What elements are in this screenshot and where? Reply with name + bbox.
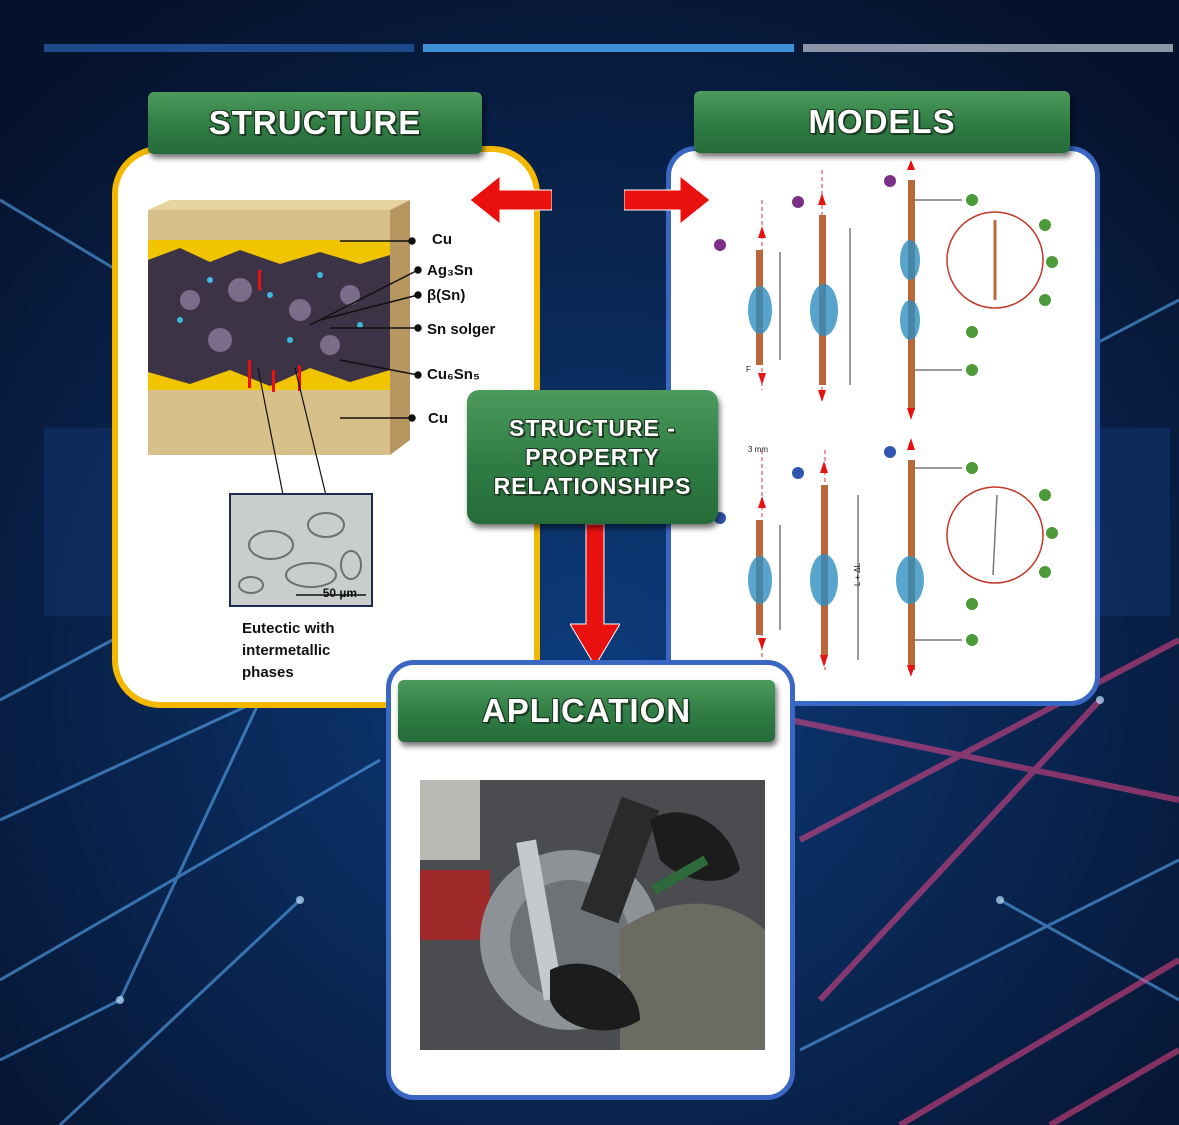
top-bar-1 (44, 44, 414, 52)
caption-line-2: intermetallic (242, 642, 331, 659)
application-photo (420, 780, 765, 1050)
model-length-label: L + ΔL (853, 562, 863, 587)
label-ag3sn: Ag₃Sn (427, 262, 474, 279)
relationship-line-1: STRUCTURE - (509, 415, 676, 441)
model-scale-text: 3 mm (748, 445, 768, 454)
label-cu6sn5: Cu₆Sn₅ (427, 366, 480, 383)
header-application: APLICATION (398, 680, 775, 742)
relationship-line-3: RELATIONSHIPS (493, 473, 692, 499)
micrograph-scale-label: 50 µm (322, 586, 357, 600)
navy-block-right (1100, 428, 1170, 616)
top-bar-2 (423, 44, 794, 52)
structure-caption: Eutectic with intermetallic phases (242, 618, 335, 684)
caption-line-3: phases (242, 664, 294, 681)
navy-block-left (44, 428, 124, 616)
caption-line-1: Eutectic with (242, 620, 335, 637)
top-bar-3 (803, 44, 1173, 52)
label-cu-bottom: Cu (428, 410, 448, 427)
solder-joint-cube-illustration (148, 200, 410, 455)
model-force-label: F (746, 365, 751, 374)
header-models: MODELS (694, 91, 1070, 153)
label-leader-lines (309, 237, 422, 422)
tensile-models-diagram (714, 160, 1058, 677)
header-structure: STRUCTURE (148, 92, 482, 154)
double-arrow-structure (470, 176, 552, 224)
double-arrow-models (624, 176, 710, 224)
micrograph-image: 50 µm (229, 493, 373, 607)
header-structure-property-relationships: STRUCTURE - PROPERTY RELATIONSHIPS (467, 390, 718, 524)
label-sn-solder: Sn solger (427, 321, 496, 338)
down-arrow-application (570, 524, 620, 666)
label-cu-top: Cu (432, 231, 452, 248)
relationship-line-2: PROPERTY (525, 444, 660, 470)
label-beta-sn: β(Sn) (427, 287, 466, 304)
